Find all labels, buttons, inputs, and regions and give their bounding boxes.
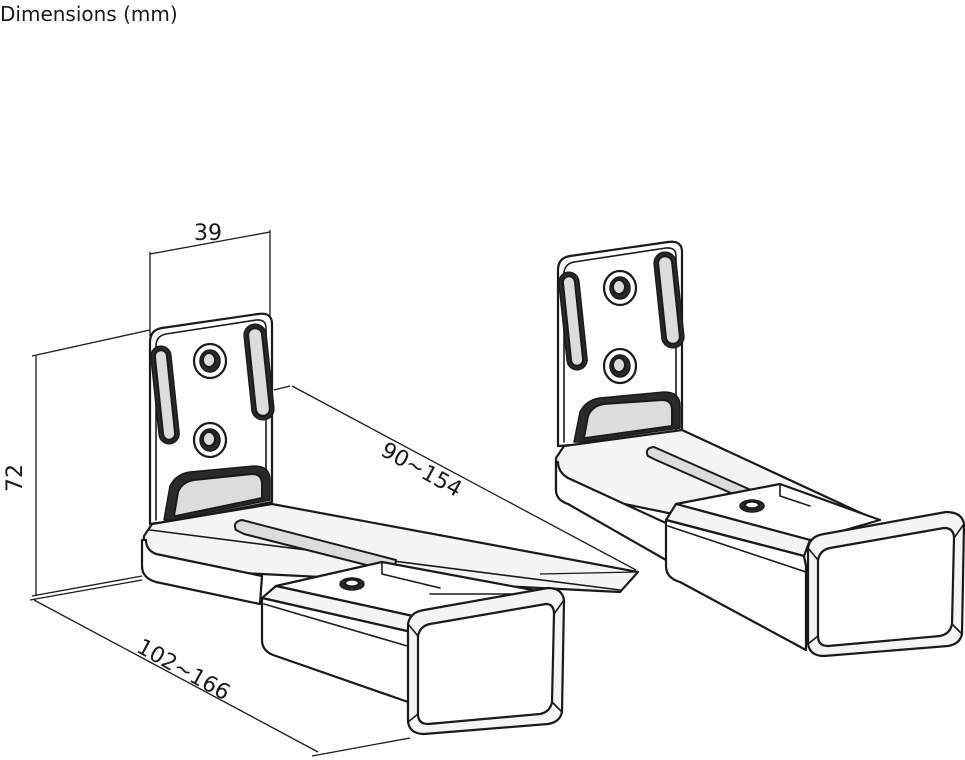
- dimension-lines: [29, 230, 637, 757]
- page-title: Dimensions (mm): [0, 2, 178, 26]
- left-bracket: [140, 312, 640, 736]
- dimension-width: 39: [194, 221, 222, 246]
- dimension-depth: 102~166: [132, 635, 234, 707]
- dimension-length: 90~154: [376, 438, 465, 503]
- right-bracket: [554, 240, 965, 658]
- dimension-height: 72: [3, 464, 28, 492]
